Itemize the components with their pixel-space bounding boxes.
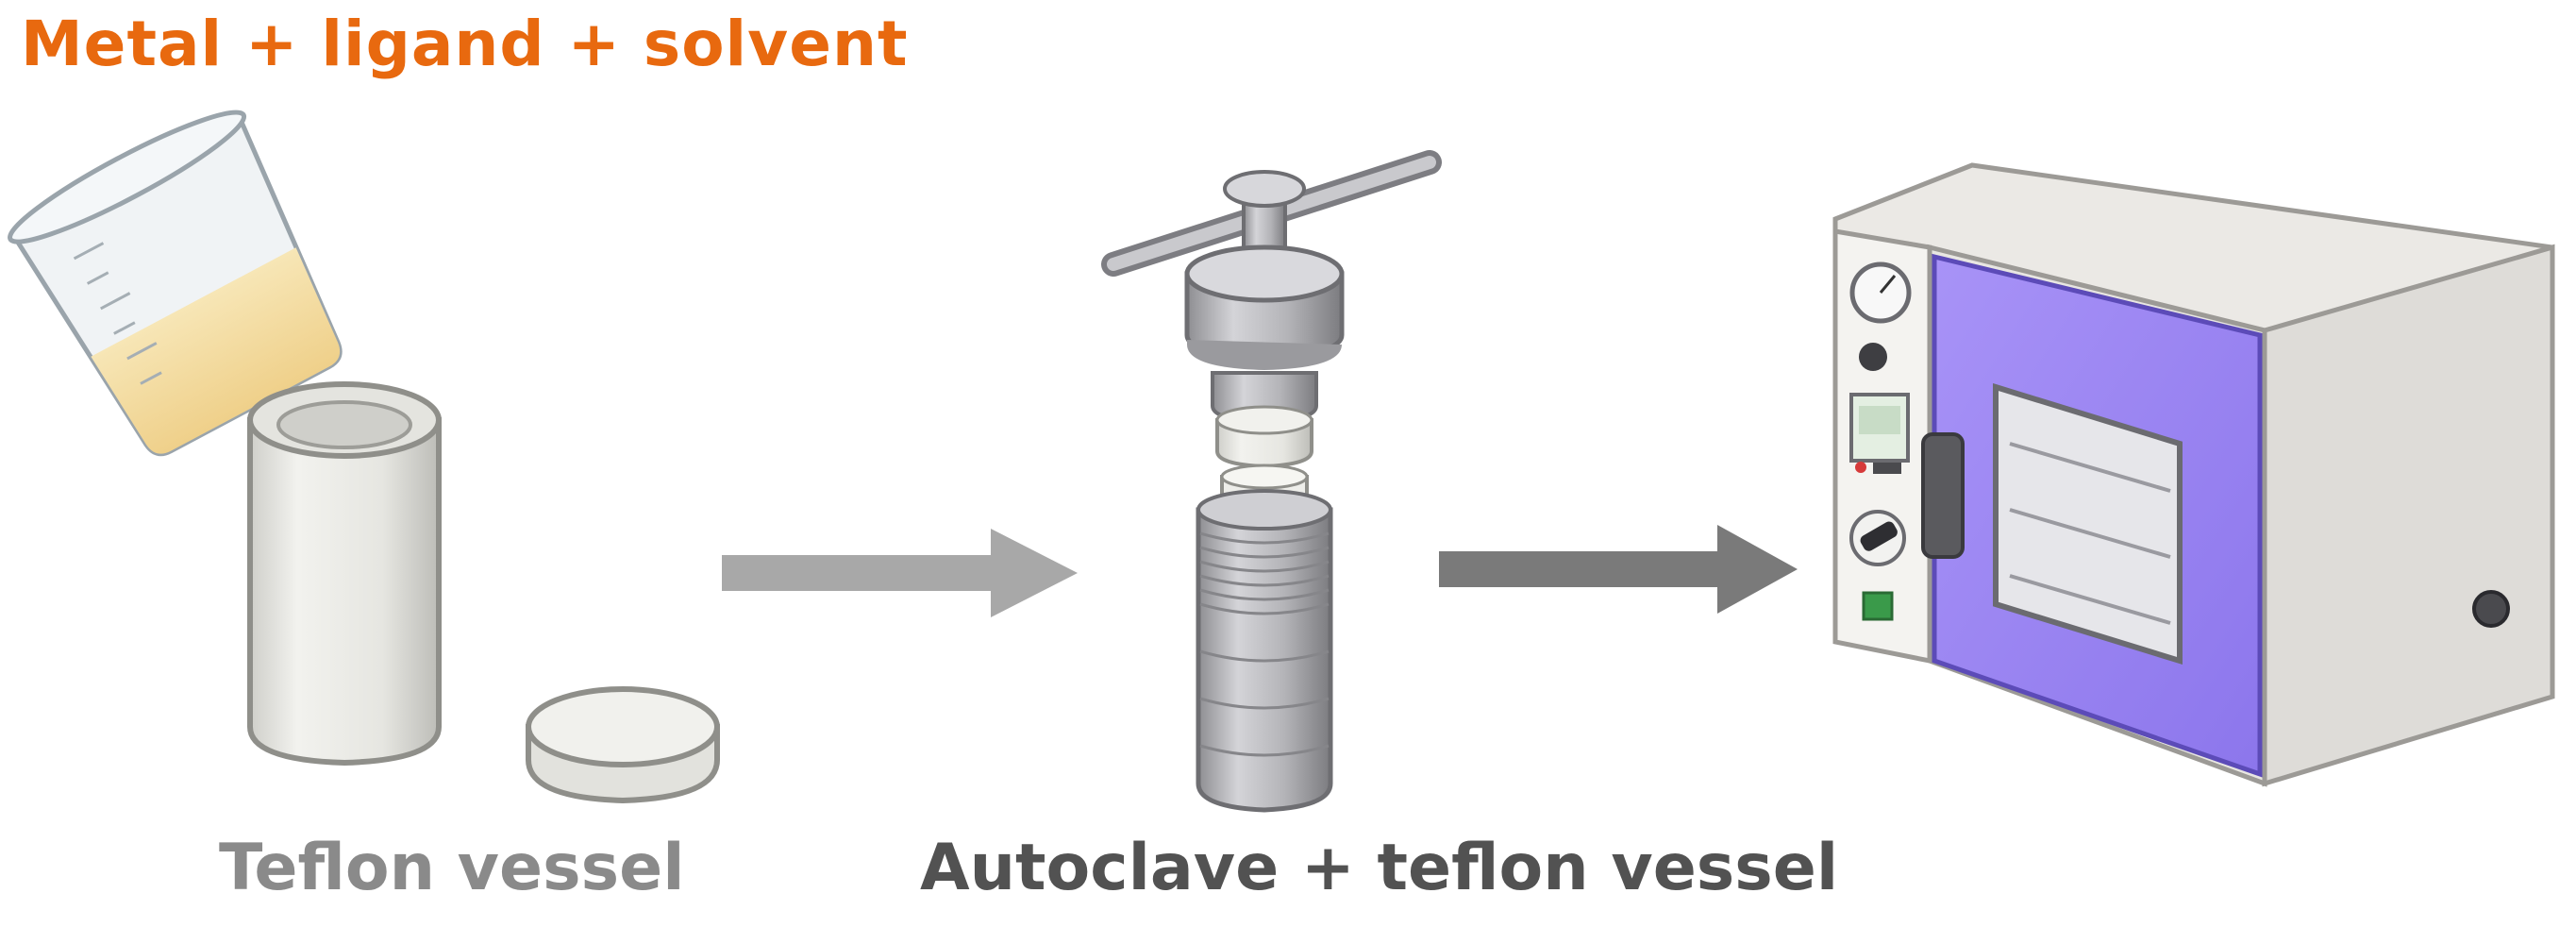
teflon-liner-icon	[247, 381, 442, 767]
beaker-icon	[8, 110, 343, 457]
oven-icon	[1832, 162, 2555, 787]
autoclave-icon	[1101, 150, 1442, 813]
teflon-vessel-label: Teflon vessel	[219, 831, 685, 905]
autoclave-label: Autoclave + teflon vessel	[920, 831, 1839, 905]
diagram-title: Metal + ligand + solvent	[21, 8, 909, 80]
arrow-right-icon	[1439, 525, 1798, 614]
teflon-lid-icon	[526, 686, 720, 804]
arrow-right-icon	[722, 529, 1078, 617]
